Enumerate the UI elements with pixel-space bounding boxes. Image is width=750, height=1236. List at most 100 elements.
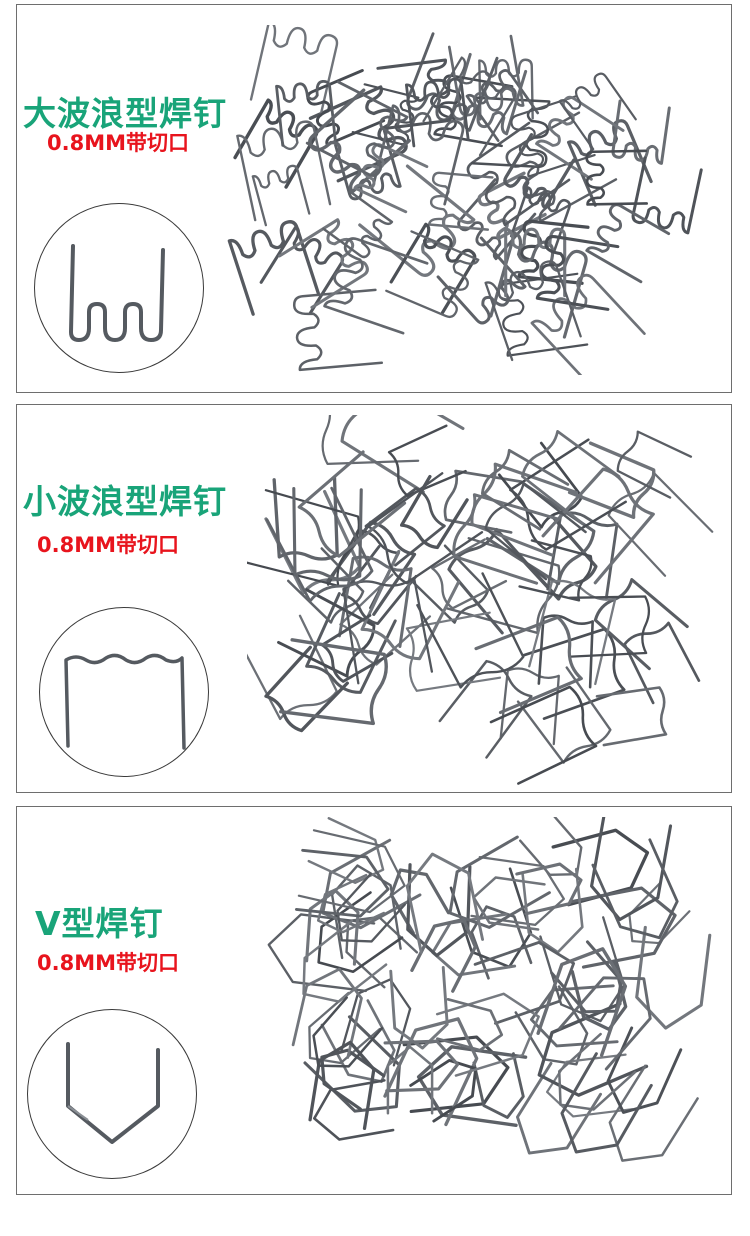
staple-shape-circle: [39, 607, 209, 777]
wire-staple: [529, 984, 619, 1048]
wire-staple: [489, 685, 598, 785]
wire-staple: [358, 164, 476, 277]
wire-staple: [385, 230, 480, 319]
wire-staple: [305, 889, 360, 966]
wire-staple: [545, 1053, 634, 1118]
wire-staple: [558, 1032, 637, 1111]
wire-staple: [474, 615, 583, 715]
wire-staple: [334, 129, 402, 201]
wire-staple: [590, 817, 673, 922]
product-panel-small-wave: 小波浪型焊钉 0.8MM带切口: [16, 404, 732, 793]
wire-staple: [367, 472, 484, 585]
wire-staple: [405, 852, 485, 954]
wire-staple: [595, 686, 668, 747]
wire-staple: [606, 1026, 683, 1114]
wire-staple: [435, 992, 540, 1077]
wire-staple: [323, 237, 429, 335]
wire-staple: [505, 111, 618, 223]
wire-staple: [447, 34, 525, 117]
panel-spec: 0.8MM带切口: [37, 533, 179, 557]
wire-staple: [514, 985, 589, 1066]
wire-staple: [399, 474, 469, 550]
wire-staple: [389, 868, 451, 935]
wire-staple: [406, 32, 499, 132]
wire-staple: [336, 872, 406, 943]
panel-title: 大波浪型焊钉: [23, 94, 227, 133]
wire-staple: [320, 613, 394, 683]
big-wave-staples-image: [227, 25, 703, 375]
wire-staple: [308, 85, 408, 183]
wire-staple: [438, 659, 533, 759]
wire-staple: [291, 967, 363, 1059]
wire-staple: [308, 991, 381, 1065]
wire-staple: [607, 471, 714, 577]
wire-staple: [443, 469, 523, 534]
wire-staple: [591, 838, 679, 940]
v-staples-image: [267, 817, 712, 1162]
wire-staple: [623, 621, 701, 705]
wire-staple: [297, 829, 406, 914]
wire-staple: [558, 976, 652, 1071]
wire-staple: [480, 448, 570, 531]
wire-staple: [558, 72, 637, 151]
wire-staple: [517, 219, 590, 285]
wire-staple: [431, 538, 508, 610]
wire-staple: [321, 415, 420, 465]
wire-staple: [297, 450, 407, 558]
wire-staple: [267, 913, 376, 993]
wire-staple: [503, 133, 576, 210]
wire-staple: [227, 220, 320, 316]
wire-staple: [611, 99, 671, 165]
wire-staple: [402, 1035, 510, 1114]
wire-staple: [316, 873, 386, 934]
panel-spec: 0.8MM带切口: [37, 951, 179, 975]
wire-staple: [275, 79, 337, 147]
wire-staple: [519, 817, 583, 876]
wire-staple: [512, 515, 598, 601]
wire-staple: [307, 817, 385, 885]
wire-staple: [422, 56, 517, 157]
wire-staple: [560, 1052, 653, 1154]
wire-staple: [585, 149, 648, 206]
wire-staple: [312, 1079, 395, 1141]
wire-staple: [499, 667, 560, 746]
wire-staple: [406, 863, 472, 958]
product-panel-v: V型焊钉 0.8MM带切口: [16, 806, 732, 1195]
wire-staple: [306, 69, 386, 147]
wire-staple: [518, 539, 593, 602]
wire-staple: [470, 855, 565, 927]
wire-staple: [510, 95, 596, 178]
product-panel-big-wave: 大波浪型焊钉 0.8MM带切口: [16, 4, 732, 393]
wire-staple: [635, 925, 712, 1030]
wire-staple: [351, 83, 420, 146]
wire-staple: [383, 1039, 460, 1093]
small-wave-staple-icon: [64, 653, 186, 750]
wire-staple: [541, 467, 655, 585]
wire-staple: [308, 88, 411, 194]
wire-staple: [516, 666, 612, 764]
wire-staple: [389, 222, 477, 315]
wire-staple: [259, 225, 345, 315]
wire-staple: [371, 104, 465, 206]
wire-staple: [292, 288, 384, 372]
wire-staple: [386, 1045, 434, 1115]
wire-staple: [320, 1048, 386, 1111]
wire-staple: [528, 579, 617, 686]
wire-staple: [521, 430, 621, 525]
wire-staple: [536, 947, 628, 1057]
wire-staple: [279, 638, 388, 726]
wire-staple: [308, 1040, 376, 1131]
wire-staple: [497, 441, 584, 529]
wire-staple: [312, 996, 384, 1068]
wire-staple: [628, 881, 691, 945]
wire-staple: [537, 1002, 649, 1097]
wire-staple: [489, 231, 588, 339]
wire-staple: [473, 940, 576, 1025]
wire-staple: [404, 77, 470, 148]
wire-staple: [631, 156, 703, 235]
wire-staple: [567, 441, 656, 520]
wire-staple: [569, 886, 677, 969]
wire-staple: [616, 430, 693, 499]
wire-staple: [305, 592, 397, 694]
wire-staple: [516, 1061, 602, 1155]
